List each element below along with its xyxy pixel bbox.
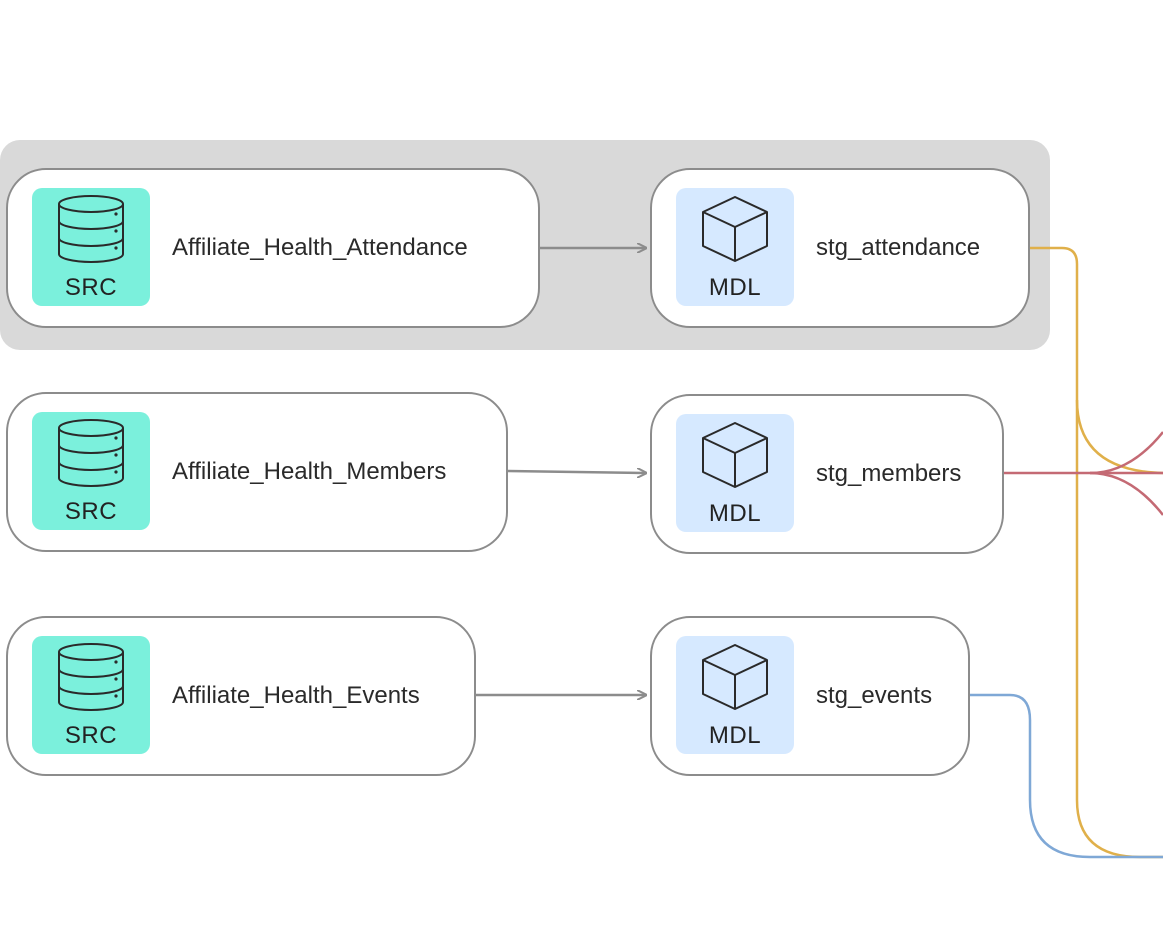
source-badge-label: SRC: [64, 722, 118, 749]
edge-stg-attendance-out: [1030, 246, 1163, 859]
cube-icon: [702, 422, 768, 488]
model-badge-label: MDL: [708, 274, 762, 301]
model-node-stg-members[interactable]: MDL stg_members: [650, 394, 1004, 554]
model-node-label: stg_members: [816, 460, 962, 487]
source-badge-label: SRC: [64, 274, 118, 301]
model-node-label: stg_events: [816, 682, 933, 709]
database-icon: [58, 419, 124, 487]
source-node-label: Affiliate_Health_Members: [172, 458, 447, 485]
model-badge-label: MDL: [708, 722, 762, 749]
model-badge-label: MDL: [708, 500, 762, 527]
cube-icon: [702, 196, 768, 262]
source-badge-label: SRC: [64, 498, 118, 525]
source-badge: SRC: [32, 412, 150, 530]
model-node-stg-events[interactable]: MDL stg_events: [650, 616, 970, 776]
source-badge: SRC: [32, 188, 150, 306]
source-node-label: Affiliate_Health_Events: [172, 682, 420, 709]
model-badge: MDL: [676, 636, 794, 754]
model-badge: MDL: [676, 414, 794, 532]
database-icon: [58, 195, 124, 263]
source-node-members[interactable]: SRC Affiliate_Health_Members: [6, 392, 508, 552]
source-node-attendance[interactable]: SRC Affiliate_Health_Attendance: [6, 168, 540, 328]
database-icon: [58, 643, 124, 711]
model-node-stg-attendance[interactable]: MDL stg_attendance: [650, 168, 1030, 328]
source-badge: SRC: [32, 636, 150, 754]
cube-icon: [702, 644, 768, 710]
edge-stg-events-out: [970, 693, 1163, 859]
source-node-label: Affiliate_Health_Attendance: [172, 234, 468, 261]
edge-stg-members-out-down: [1089, 471, 1163, 516]
source-node-events[interactable]: SRC Affiliate_Health_Events: [6, 616, 476, 776]
edge-members-source-to-model: [507, 471, 646, 473]
model-badge: MDL: [676, 188, 794, 306]
edge-stg-attendance-out-branch: [1075, 399, 1163, 475]
model-node-label: stg_attendance: [816, 234, 981, 261]
